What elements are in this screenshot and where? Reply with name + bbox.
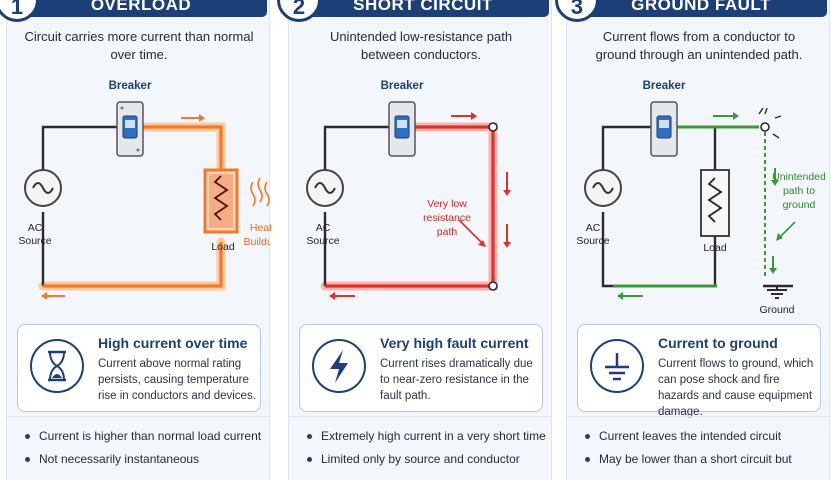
list-item: Current is higher than normal load curre…	[21, 428, 265, 444]
panel-number-badge: 2	[277, 0, 321, 22]
circuit-wires	[323, 125, 389, 286]
hourglass-icon	[30, 339, 84, 393]
breaker-icon	[116, 101, 144, 157]
panel-title: SHORT CIRCUIT	[353, 0, 493, 14]
overload-info-card: High current over time Current above nor…	[17, 324, 261, 412]
list-item: Extremely high current in a very short t…	[303, 428, 547, 444]
heat-buildup-label: Buildup	[243, 236, 271, 248]
current-arrow	[329, 112, 511, 300]
info-text: Current rises dramatically due to near-z…	[380, 358, 533, 402]
divider	[289, 416, 553, 417]
ac-source-label: AC	[586, 222, 601, 234]
current-arrow	[41, 114, 205, 300]
terminal-node	[488, 281, 498, 291]
low-resistance-label: path	[437, 226, 458, 238]
pointer-arrow	[458, 219, 484, 245]
divider	[567, 416, 831, 417]
ac-source-icon	[584, 169, 622, 207]
ground-symbol-icon	[767, 286, 787, 299]
resistor-icon	[700, 169, 730, 237]
unintended-path-label: ground	[783, 199, 816, 211]
panel-description: Circuit carries more current than normal…	[24, 29, 254, 62]
ground-symbol-icon	[590, 339, 644, 393]
list-item: Current leaves the intended circuit	[581, 428, 825, 444]
short-circuit-info-card: Very high fault current Current rises dr…	[299, 324, 543, 412]
load-label: Load	[211, 241, 235, 253]
ground-fault-bullet-list: Current leaves the intended circuit May …	[581, 428, 825, 474]
short-circuit-diagram: Breaker AC Source Very low resistance pa…	[306, 80, 511, 300]
info-text: Current flows to ground, which can pose …	[658, 358, 814, 418]
pointer-arrow	[778, 221, 796, 239]
lightning-icon	[312, 339, 366, 393]
panel-description: Current flows from a conductor to ground…	[595, 29, 803, 62]
heat-wave-icon	[250, 177, 270, 207]
ground-fault-panel: GROUND FAULT 3 Current flows from a cond…	[555, 0, 831, 480]
ac-source-label: Source	[306, 235, 339, 247]
ac-source-label: Source	[18, 235, 51, 247]
ac-source-label: AC	[28, 222, 43, 234]
ground-fault-header: GROUND FAULT	[575, 0, 827, 17]
list-item: Not necessarily instantaneous	[21, 451, 265, 467]
low-resistance-label: resistance	[423, 212, 471, 224]
breaker-icon	[388, 101, 416, 157]
panel-description: Unintended low-resistance path between c…	[329, 29, 513, 62]
breaker-label: Breaker	[109, 80, 152, 92]
short-circuit-bullet-list: Extremely high current in a very short t…	[303, 428, 547, 474]
panel-title: GROUND FAULT	[631, 0, 771, 14]
pointer-arrow	[478, 240, 486, 247]
ground-label: Ground	[759, 304, 794, 316]
panel-title: OVERLOAD	[90, 0, 192, 14]
list-item: Limited only by source and conductor	[303, 451, 547, 467]
breaker-label: Breaker	[643, 80, 686, 92]
heat-buildup-label: Heat	[250, 222, 271, 234]
panel-number-badge: 3	[555, 0, 599, 22]
breaker-icon	[650, 101, 678, 157]
overload-panel: OVERLOAD 1 Circuit carries more current …	[0, 0, 271, 480]
breaker-label: Breaker	[381, 80, 424, 92]
ac-source-label: Source	[576, 235, 609, 247]
unintended-path-label: Unintended	[772, 171, 826, 183]
overload-bullet-list: Current is higher than normal load curre…	[21, 428, 265, 474]
short-circuit-header: SHORT CIRCUIT	[297, 0, 549, 17]
spark-icon	[758, 107, 782, 139]
unintended-path-label: path to	[783, 185, 815, 197]
ground-fault-info-card: Current to ground Current flows to groun…	[577, 324, 821, 418]
current-arrow	[617, 112, 779, 300]
overload-circuit-diagram: Breaker AC Source Load Heat Buildup	[18, 80, 271, 300]
info-title: High current over time	[98, 335, 248, 351]
resistor-icon	[203, 168, 239, 234]
divider	[7, 416, 271, 417]
ac-source-label: AC	[316, 222, 331, 234]
ac-source-icon	[306, 169, 344, 207]
short-circuit-wire-current	[325, 125, 495, 288]
panel-number-badge: 1	[0, 0, 39, 22]
ac-source-icon	[24, 169, 62, 207]
pointer-arrow	[776, 233, 783, 241]
info-title: Current to ground	[658, 335, 778, 351]
terminal-node	[488, 122, 498, 132]
circuit-wires	[41, 125, 117, 286]
ground-fault-circuit-diagram: Breaker AC Source Load Unintended path t…	[576, 80, 826, 316]
load-label: Load	[703, 242, 727, 254]
info-title: Very high fault current	[380, 335, 529, 351]
low-resistance-label: Very low	[427, 198, 467, 210]
circuit-wires	[601, 125, 793, 288]
overload-wire-current	[43, 125, 223, 288]
short-circuit-panel: SHORT CIRCUIT 2 Unintended low-resistanc…	[277, 0, 553, 480]
ground-fault-wire-current	[613, 125, 759, 288]
overload-header: OVERLOAD	[15, 0, 267, 17]
terminal-node	[760, 122, 770, 132]
list-item: May be lower than a short circuit but	[581, 451, 825, 467]
info-text: Current above normal rating persists, ca…	[98, 358, 256, 402]
